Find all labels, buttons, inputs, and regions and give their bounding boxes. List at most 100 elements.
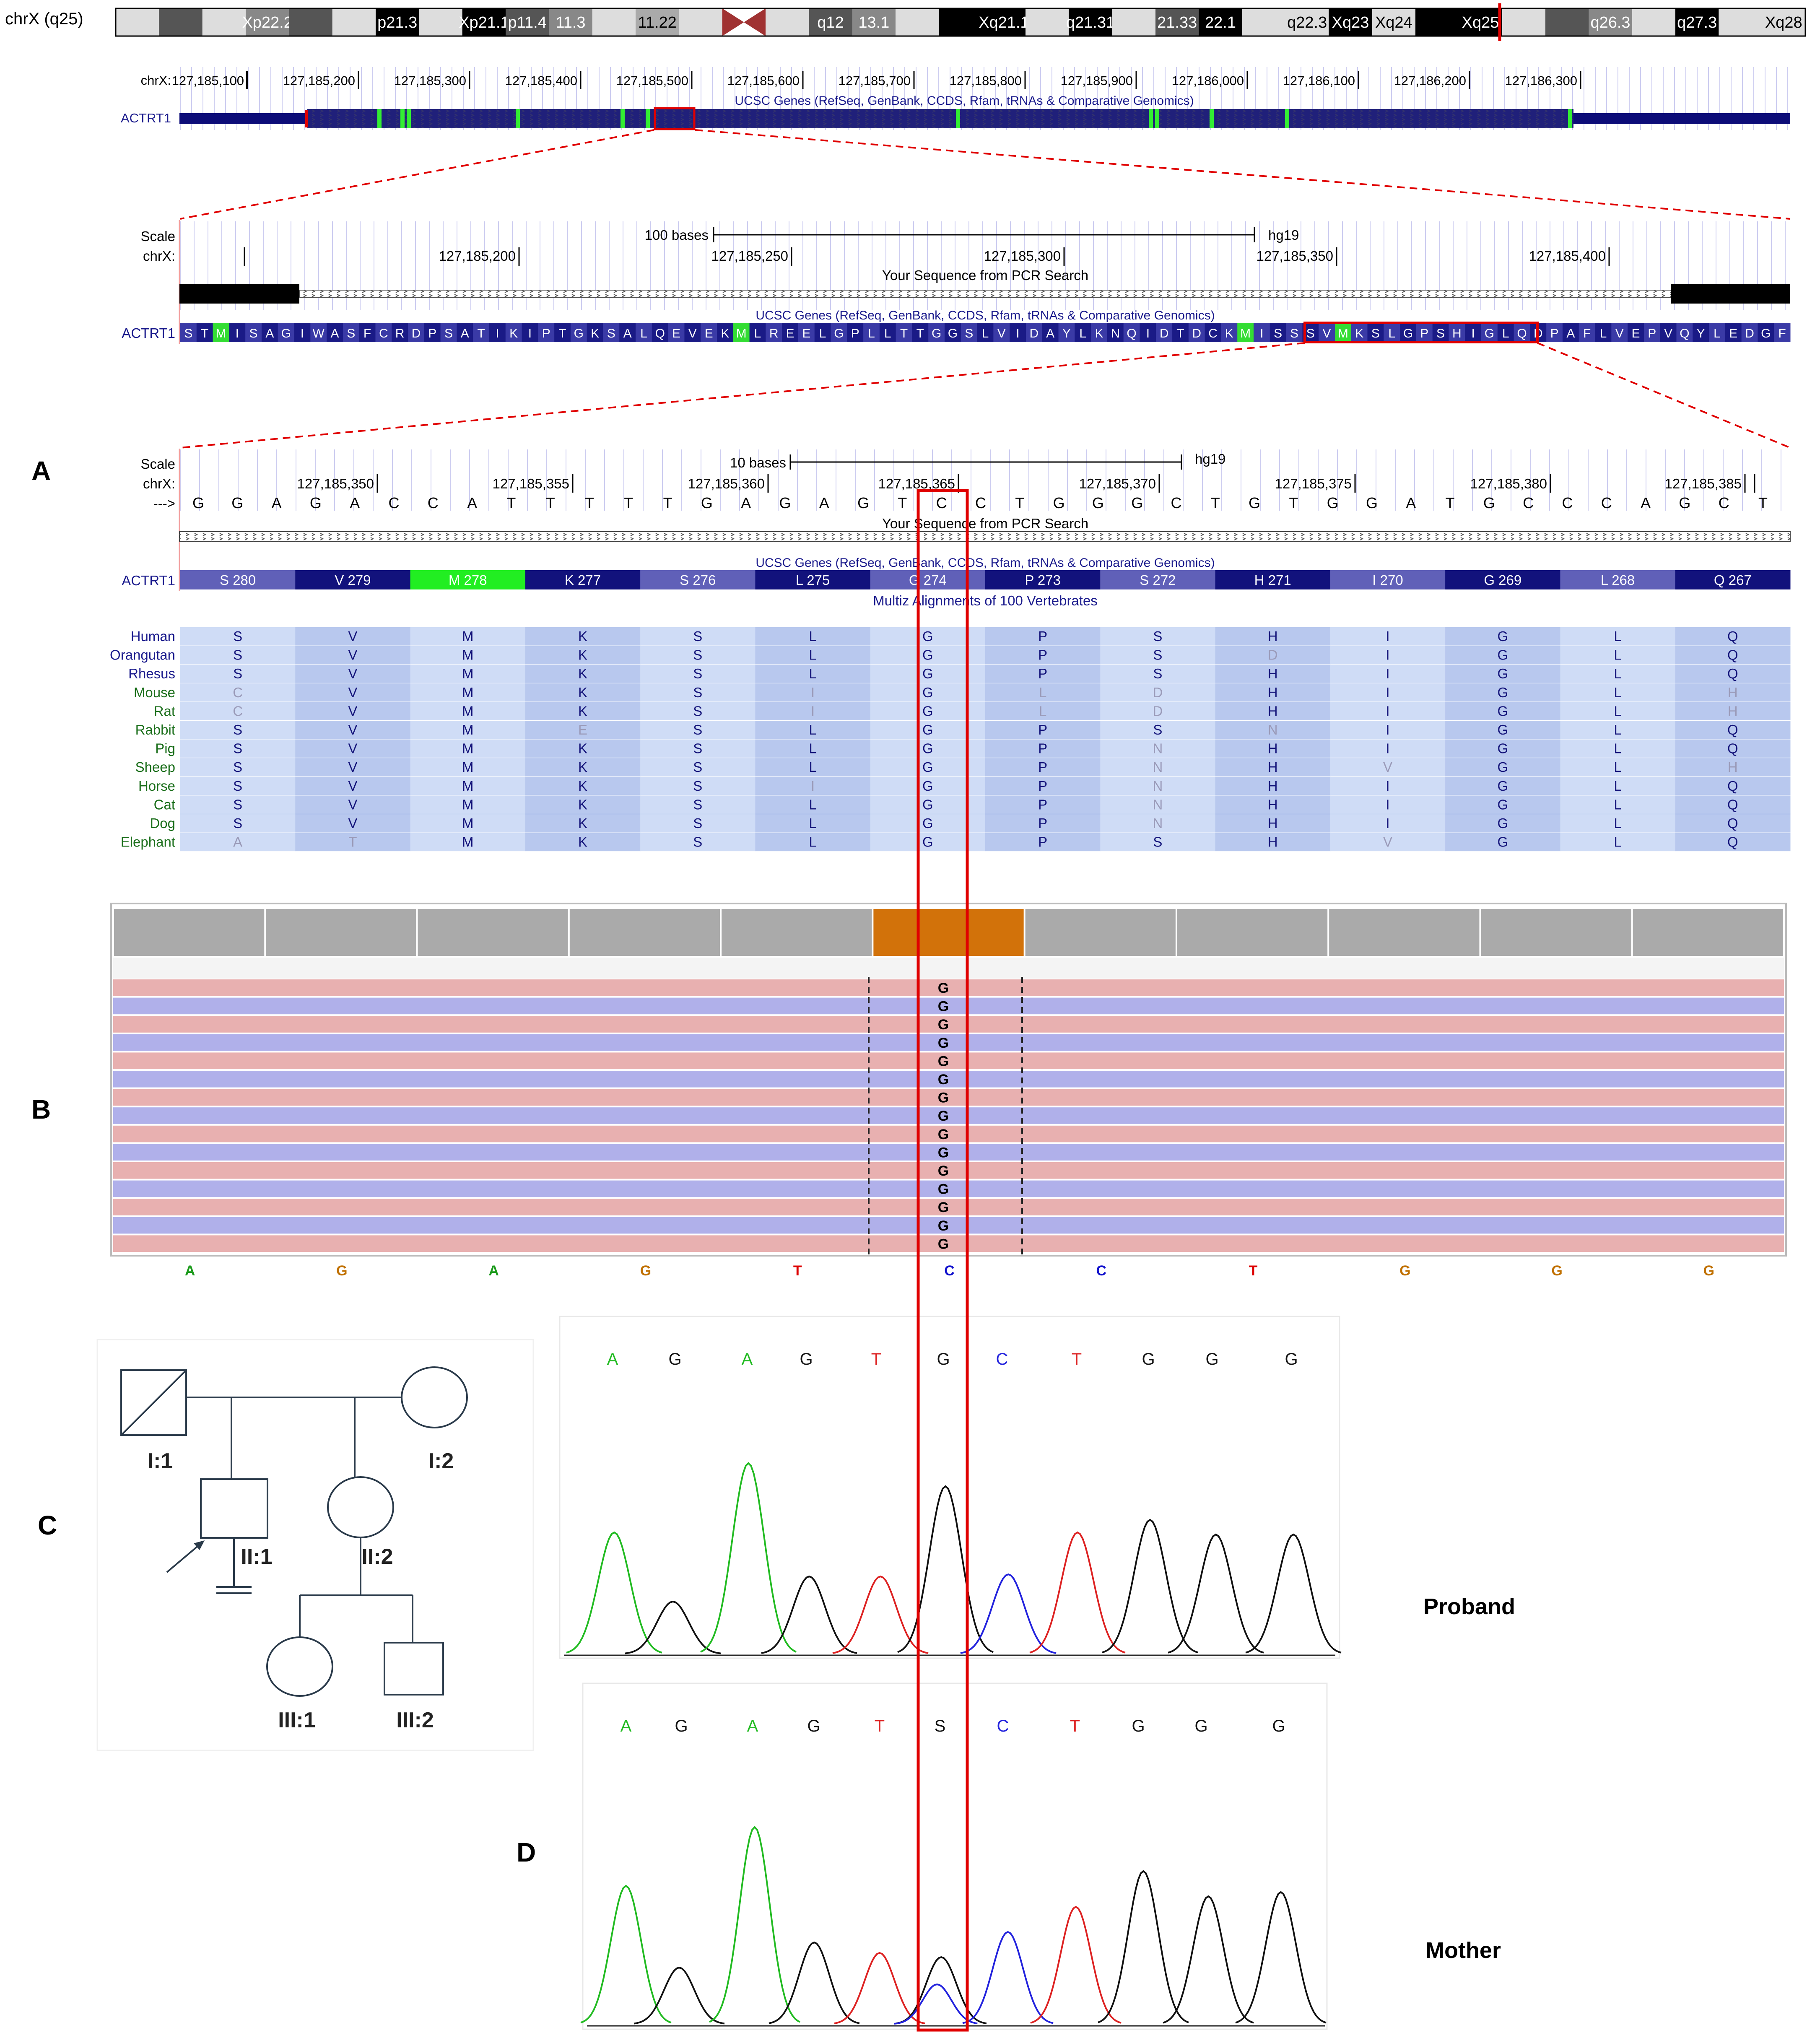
multiz-cell [1560, 814, 1676, 833]
multiz-cell [410, 758, 526, 776]
multiz-residue: S [693, 628, 702, 644]
ideogram-band [332, 8, 376, 36]
multiz-cell [1330, 833, 1446, 852]
aligned-read [113, 1071, 1784, 1088]
zoom1-residue [1319, 323, 1335, 342]
dna-base: T [546, 494, 555, 511]
multiz-cell [1215, 795, 1331, 814]
aligned-read [113, 1125, 1784, 1142]
zoom1-residue-letter: L [640, 327, 647, 340]
multiz-residue: L [809, 834, 816, 850]
multiz-residue: Q [1727, 797, 1738, 812]
multiz-cell [410, 646, 526, 665]
zoom1-residue [294, 323, 311, 342]
pedigree-ii1-symbol [200, 1478, 268, 1539]
mother-traces [580, 1826, 1327, 2025]
read-base: G [938, 980, 949, 996]
zoom1-residue-letter: A [1046, 327, 1054, 340]
multiz-cell [1100, 739, 1216, 758]
multiz-cell [410, 702, 526, 720]
multiz-residue: V [348, 628, 357, 644]
zoom1-residue [847, 323, 864, 342]
multiz-residue: P [1038, 647, 1047, 663]
zoom2-scale-label: Scale [140, 456, 175, 472]
zoom2-residue [1215, 570, 1331, 589]
zoom1-residue [896, 323, 912, 342]
zoom1-residue-letter: P [1550, 327, 1559, 340]
multiz-residue: L [1614, 628, 1621, 644]
multiz-cell [410, 833, 526, 852]
multiz-cell [525, 814, 641, 833]
multiz-cell [985, 814, 1101, 833]
multiz-residue: G [922, 722, 933, 737]
ideogram-band [1589, 8, 1633, 36]
zoom1-residue [229, 323, 246, 342]
proband-traces [566, 1462, 1342, 1654]
zoom1-residue-letter: V [1664, 327, 1672, 340]
multiz-cell [755, 665, 871, 683]
multiz-cell [755, 776, 871, 795]
aligned-read [113, 1144, 1784, 1161]
multiz-residue: P [1038, 834, 1047, 850]
dna-base: A [1406, 494, 1416, 511]
multiz-residue: S [693, 815, 702, 831]
zoom1-residue [213, 323, 229, 342]
multiz-residue: G [922, 628, 933, 644]
multiz-residue: G [1497, 628, 1508, 644]
multiz-residue: I [1386, 666, 1389, 681]
pedigree [96, 1339, 534, 1751]
multiz-cell [985, 721, 1101, 739]
coverage-bar [114, 909, 265, 956]
multiz-cell [295, 776, 411, 795]
multiz-cell [1445, 758, 1560, 776]
zoom1-residue [1058, 323, 1075, 342]
multiz-residue: L [1614, 759, 1621, 775]
multiz-residue: M [462, 759, 474, 775]
coverage-bar [569, 909, 720, 956]
base-call: T [1072, 1350, 1082, 1368]
zoom2-residue-label: S 272 [1140, 572, 1176, 588]
multiz-cell [1445, 627, 1560, 646]
overview-tick-label: 127,185,800 [950, 73, 1022, 88]
ideogram-band [679, 8, 723, 36]
zoom1-residue [668, 323, 685, 342]
zoom2-residue-label: S 276 [680, 572, 716, 588]
multiz-residue: L [809, 759, 816, 775]
multiz-cell [1100, 646, 1216, 665]
ideogram-band [766, 8, 809, 36]
zoom1-residue [652, 323, 669, 342]
multiz-residue: L [809, 741, 816, 756]
zoom1-residue-letter: E [672, 327, 680, 340]
zoom1-residue-letter: P [1648, 327, 1656, 340]
multiz-cell [295, 702, 411, 720]
multiz-residue: M [462, 741, 474, 756]
reference-base: G [336, 1263, 347, 1279]
multiz-residue: I [1386, 703, 1389, 719]
multiz-residue: K [578, 628, 587, 644]
overview-tick-label: 127,185,600 [727, 73, 800, 88]
reference-base: C [944, 1263, 955, 1279]
multiz-cell [180, 721, 296, 739]
multiz-residue: P [1038, 759, 1047, 775]
multiz-residue: G [922, 834, 933, 850]
ideogram-outline [115, 8, 1806, 37]
multiz-residue: M [462, 647, 474, 663]
overview-tick-label: 127,186,100 [1283, 73, 1355, 88]
zoom1-residue [424, 323, 441, 342]
multiz-residue: S [1153, 666, 1162, 681]
dna-base: G [1131, 494, 1143, 511]
multiz-cell [1560, 665, 1676, 683]
zoom1-residue-letter: Y [1697, 327, 1705, 340]
zoom2-assembly: hg19 [1195, 451, 1225, 467]
species-name: Rhesus [128, 666, 175, 681]
multiz-cell [1675, 739, 1791, 758]
pedigree-label-ii1: II:1 [241, 1545, 272, 1569]
zoom1-residue-letter: I [1471, 327, 1475, 340]
zoom1-residue-letter: S [1290, 327, 1298, 340]
multiz-residue: I [1386, 797, 1389, 812]
multiz-cell [1100, 833, 1216, 852]
zoom1-residue [359, 323, 376, 342]
multiz-cell [755, 833, 871, 852]
